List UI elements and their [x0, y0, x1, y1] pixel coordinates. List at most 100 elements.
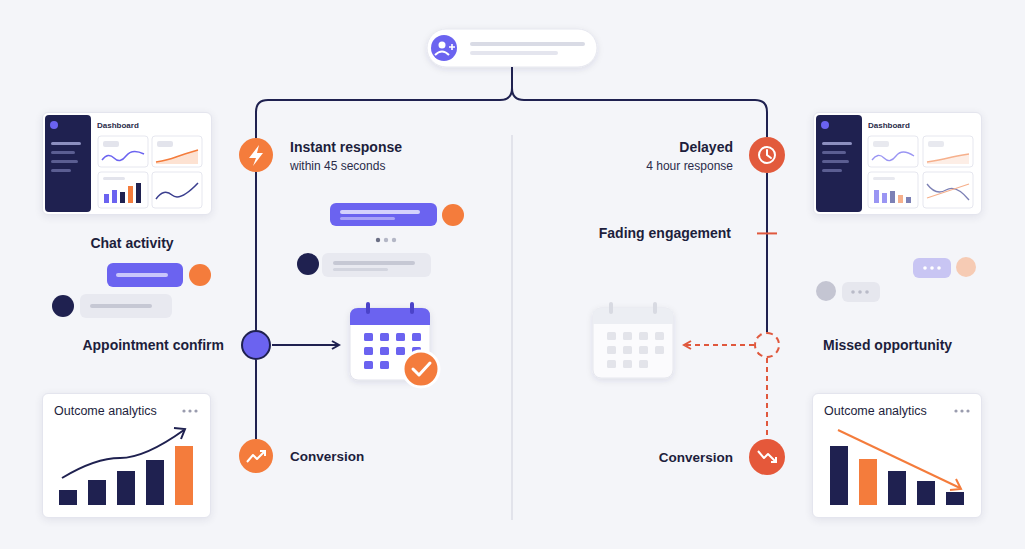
node-title: Dashboard — [868, 121, 910, 130]
calendar-band — [593, 308, 673, 324]
day-cell — [364, 361, 373, 369]
edge-label: Fading engagement — [599, 225, 731, 241]
calendar-confirmed — [350, 302, 439, 387]
placeholder-line — [470, 42, 585, 46]
day-cell — [380, 347, 389, 355]
check-badge — [403, 351, 439, 387]
day-cell — [396, 347, 405, 355]
step-circle: Delayed4 hour response — [749, 137, 785, 173]
typing-dot — [392, 238, 396, 242]
chat-bubble — [322, 253, 431, 277]
day-cell — [607, 346, 616, 354]
flow-connector — [766, 358, 768, 439]
typing-dot — [923, 266, 927, 270]
step-circle: Conversion — [749, 439, 785, 475]
typing-dot — [937, 266, 941, 270]
node-title: Dashboard — [97, 121, 139, 130]
avatar — [816, 281, 836, 301]
chat-bubble — [913, 258, 951, 278]
user-icon-head — [439, 42, 446, 49]
chat-line — [340, 210, 420, 214]
avatar — [442, 204, 464, 226]
node-title: Conversion — [659, 450, 733, 465]
node-title: Instant response — [290, 139, 402, 155]
analytics-card: Outcome analytics — [42, 393, 211, 518]
arrow-line — [272, 344, 339, 346]
step-circle: Conversion — [239, 439, 273, 473]
chat-bubble — [842, 282, 880, 302]
calendar-band — [350, 308, 430, 325]
chat-line — [333, 268, 388, 271]
node-subtitle: 4 hour response — [646, 159, 733, 173]
chat-bubble — [80, 294, 172, 318]
dashboard-card: Dashboard — [42, 112, 212, 215]
dashboard-card: Dashboard — [813, 112, 982, 215]
typing-dot — [865, 290, 869, 294]
user-icon-plus — [449, 44, 455, 50]
node-title: Outcome analytics — [54, 404, 157, 418]
avatar — [956, 257, 976, 277]
day-cell — [623, 332, 632, 340]
branch-line — [512, 88, 767, 137]
typing-dot — [930, 266, 934, 270]
divider-line — [511, 135, 513, 520]
day-cell — [396, 333, 405, 341]
day-cell — [364, 333, 373, 341]
day-cell — [364, 347, 373, 355]
typing-dot — [858, 290, 862, 294]
flow-connector — [255, 172, 257, 330]
user-pill — [427, 29, 597, 67]
chat-bubble — [107, 263, 183, 287]
chat-line — [116, 273, 168, 277]
calendar-days — [364, 333, 421, 369]
chat-line — [340, 217, 395, 220]
day-cell — [639, 346, 648, 354]
branch-line — [256, 67, 512, 138]
user-icon-body — [435, 52, 449, 56]
calendar-ring — [653, 302, 657, 314]
day-cell — [412, 347, 421, 355]
node-title: Outcome analytics — [824, 404, 927, 418]
placeholder-line — [470, 51, 558, 55]
typing-dot — [851, 290, 855, 294]
typing-dot — [384, 238, 388, 242]
node-subtitle: within 45 seconds — [290, 159, 385, 173]
day-cell — [655, 346, 664, 354]
chat-line — [90, 304, 152, 308]
day-cell — [623, 360, 632, 368]
avatar — [52, 295, 74, 317]
node-title: Missed opportunity — [823, 337, 952, 353]
analytics-card: Outcome analytics — [812, 393, 982, 518]
calendar-body — [350, 308, 430, 380]
typing-dot — [376, 238, 380, 242]
section-label: Chat activity — [52, 235, 212, 251]
node-title: Delayed — [679, 139, 733, 155]
chat-line — [333, 261, 415, 265]
day-cell — [607, 360, 616, 368]
avatar — [297, 253, 319, 275]
step-circle: Instant responsewithin 45 seconds — [239, 138, 273, 172]
calendar-ring — [410, 302, 414, 314]
calendar-ring — [366, 302, 370, 314]
day-cell — [639, 360, 648, 368]
fade-tick — [757, 232, 777, 234]
node-title: Appointment confirm — [82, 337, 224, 353]
calendar-faded — [593, 302, 673, 378]
day-cell — [380, 361, 389, 369]
dashed-arrow-line — [684, 344, 754, 346]
calendar-ring — [609, 302, 613, 314]
day-cell — [380, 333, 389, 341]
node-title: Conversion — [290, 449, 364, 464]
day-cell — [412, 333, 421, 341]
check-mark — [413, 363, 430, 375]
user-icon-circle — [431, 35, 457, 61]
day-cell — [607, 332, 616, 340]
step-circle: Missed opportunity — [754, 332, 780, 358]
calendar-body — [593, 308, 673, 378]
step-circle: Appointment confirm — [241, 330, 271, 360]
day-cell — [639, 332, 648, 340]
flow-connector — [255, 360, 257, 439]
flow-connector — [766, 173, 768, 332]
day-cell — [623, 346, 632, 354]
